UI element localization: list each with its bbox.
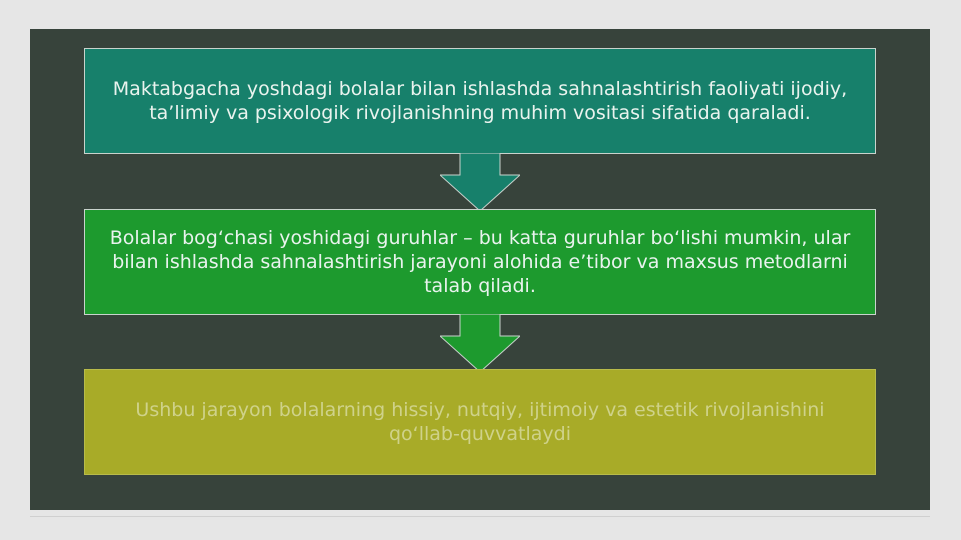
slide-bottom-divider <box>30 516 930 517</box>
flow-box-2: Bolalar bog‘chasi yoshidagi guruhlar – b… <box>84 209 876 315</box>
flow-box-1-text: Maktabgacha yoshdagi bolalar bilan ishla… <box>112 78 848 124</box>
slide: Maktabgacha yoshdagi bolalar bilan ishla… <box>30 29 930 510</box>
flow-box-1: Maktabgacha yoshdagi bolalar bilan ishla… <box>84 48 876 154</box>
down-arrow-icon <box>440 314 520 372</box>
flow-box-2-text: Bolalar bog‘chasi yoshidagi guruhlar – b… <box>109 227 851 297</box>
flow-box-3-text: Ushbu jarayon bolalarning hissiy, nutqiy… <box>135 399 825 445</box>
flow-box-3: Ushbu jarayon bolalarning hissiy, nutqiy… <box>84 369 876 475</box>
down-arrow-icon <box>440 153 520 211</box>
